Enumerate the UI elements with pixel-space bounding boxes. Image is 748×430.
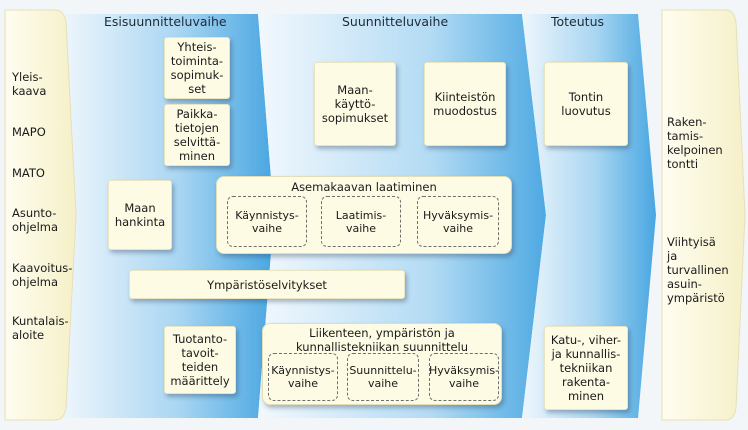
input-item: Asunto- ohjelma (12, 206, 59, 234)
detailed-plan-step: Käynnistys- vaihe (227, 196, 307, 247)
result-buildable-plot: Raken- tamis- kelpoinen tontti (667, 115, 723, 171)
input-item: MATO (12, 166, 45, 180)
phase-label-planning: Suunnitteluvaihe (342, 14, 449, 29)
infrastructure-plan-step: Käynnistys- vaihe (268, 353, 338, 401)
input-item: Yleis- kaava (12, 70, 47, 98)
infrastructure-plan-title: Liikenteen, ympäristön ja kunnallistekni… (295, 326, 469, 354)
infrastructure-plan-step: Hyväksymis- vaihe (429, 353, 499, 401)
group-detailed-plan: Asemakaavan laatiminen Käynnistys- vaihe… (216, 176, 512, 254)
box-land-use-agreements: Maan- käyttö- sopimukset (314, 62, 396, 146)
result-living-environment: Viihtyisä ja turvallinen asuin- ympärist… (667, 235, 729, 305)
phase-label-implementation: Toteutus (551, 14, 605, 29)
box-land-acquisition: Maan hankinta (108, 180, 172, 250)
input-item: Kuntalais- aloite (12, 314, 69, 342)
phase-label-pre-planning: Esisuunnitteluvaihe (104, 14, 227, 29)
box-site-surveys: Paikka- tietojen selvittä- minen (164, 104, 230, 166)
group-infrastructure-plan: Liikenteen, ympäristön ja kunnallistekni… (262, 323, 502, 405)
input-item: MAPO (12, 125, 46, 139)
detailed-plan-step: Hyväksymis- vaihe (417, 196, 499, 247)
box-environmental-surveys: Ympäristöselvitykset (129, 270, 405, 299)
box-cooperation-agreements: Yhteis- toiminta- sopimuk- set (164, 37, 230, 99)
detailed-plan-title: Asemakaavan laatiminen (291, 180, 437, 194)
inputs-arrow (4, 9, 77, 421)
results-arrow (661, 9, 746, 421)
input-item: Kaavoitus- ohjelma (12, 261, 73, 289)
box-property-formation: Kiinteistön muodostus (424, 62, 506, 146)
detailed-plan-step: Laatimis- vaihe (321, 196, 401, 247)
box-production-targets: Tuotanto- tavoit- teiden määrittely (164, 326, 236, 394)
box-plot-handover: Tontin luovutus (544, 62, 628, 146)
infrastructure-plan-step: Suunnittelu- vaihe (347, 353, 419, 401)
box-street-construction: Katu-, viher- ja kunnallis- tekniikan ra… (544, 326, 628, 410)
